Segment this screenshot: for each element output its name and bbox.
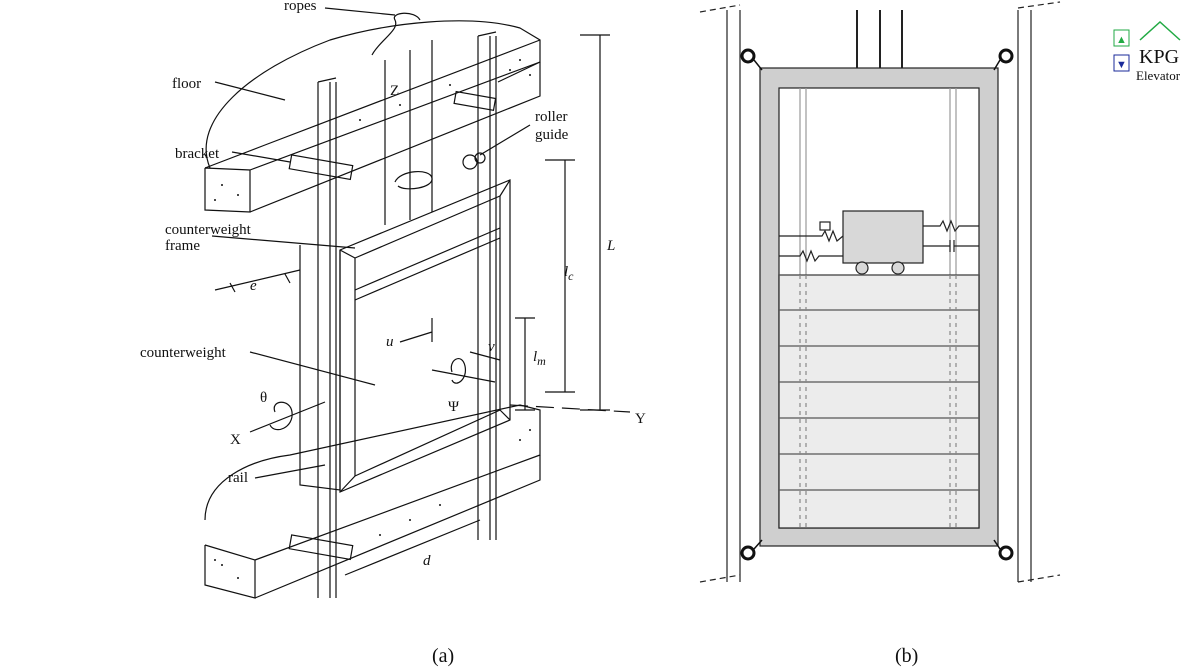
floor-upper-outline bbox=[205, 20, 541, 169]
label-Z: Z bbox=[390, 83, 399, 99]
label-v: v bbox=[488, 339, 495, 355]
psi-rotation bbox=[450, 358, 467, 384]
right-rail bbox=[477, 31, 497, 540]
leader-rail bbox=[254, 464, 326, 479]
roller-guide-2 bbox=[474, 152, 486, 164]
cw-frame-corner bbox=[339, 179, 511, 493]
logo-up-icon: ▲ bbox=[1116, 34, 1127, 46]
dim-lm bbox=[515, 317, 535, 411]
label-theta: θ bbox=[260, 390, 267, 406]
bracket-upper-right bbox=[453, 90, 497, 112]
logo-roof-icon bbox=[1139, 20, 1181, 41]
ropes-b bbox=[856, 10, 903, 68]
psi-axis bbox=[431, 369, 496, 383]
label-L: L bbox=[606, 238, 615, 254]
bracket-upper bbox=[288, 154, 354, 181]
rail-left bbox=[726, 10, 741, 582]
axis-z-rotation bbox=[394, 171, 433, 190]
u-arrow bbox=[399, 318, 433, 343]
left-rail bbox=[317, 77, 337, 598]
label-guide: guide bbox=[535, 127, 569, 143]
label-floor: floor bbox=[172, 76, 201, 92]
logo-down-icon: ▼ bbox=[1116, 59, 1127, 71]
plate-lines bbox=[779, 274, 979, 491]
cw-frame-shelf bbox=[354, 227, 501, 301]
logo-down-box bbox=[1113, 54, 1130, 72]
leader-ropes bbox=[324, 7, 396, 16]
logo-line1: KPG bbox=[1139, 46, 1179, 68]
ropes-squiggle bbox=[371, 12, 421, 56]
weight-wheel-2 bbox=[891, 261, 905, 275]
label-ropes: ropes bbox=[284, 0, 317, 14]
cw-frame-back bbox=[299, 245, 341, 491]
rail-left-break-bottom bbox=[699, 574, 741, 583]
corner-rollers bbox=[740, 48, 1014, 561]
v-arrow bbox=[469, 351, 501, 361]
damper-left bbox=[819, 221, 831, 231]
figure-a-labels: ropes floor bracket roller guide counter… bbox=[140, 0, 646, 667]
concrete-texture bbox=[214, 59, 531, 579]
figure-b-drawing bbox=[699, 1, 1061, 583]
lower-slab-top bbox=[254, 455, 541, 599]
label-lc: lc bbox=[564, 264, 574, 283]
ropes-lines bbox=[384, 40, 433, 225]
label-cw-frame-1: counterweight bbox=[165, 222, 252, 238]
label-counterweight: counterweight bbox=[140, 345, 227, 361]
leader-roller bbox=[479, 124, 531, 156]
leader-bracket bbox=[231, 151, 291, 163]
bracket-lower bbox=[288, 534, 354, 561]
label-cw-frame-2: frame bbox=[165, 238, 200, 254]
label-d: d bbox=[423, 553, 431, 569]
label-bracket: bracket bbox=[175, 146, 220, 162]
dim-d bbox=[344, 519, 481, 576]
dim-lc bbox=[545, 159, 575, 393]
weight-plates bbox=[778, 274, 980, 529]
label-e: e bbox=[250, 278, 257, 294]
label-rail: rail bbox=[228, 470, 248, 486]
label-X: X bbox=[230, 432, 241, 448]
rail-right-break-bottom bbox=[1017, 574, 1061, 583]
rail-right bbox=[1017, 10, 1032, 582]
weight-wheel-1 bbox=[855, 261, 869, 275]
axis-x bbox=[249, 401, 326, 433]
kpg-logo: ▲ ▼ KPG Elevator bbox=[1113, 20, 1181, 83]
upper-slab bbox=[204, 39, 541, 213]
dim-L bbox=[580, 34, 610, 411]
label-psi: Ψ bbox=[448, 399, 460, 415]
figure-a-drawing bbox=[204, 7, 631, 599]
label-Y: Y bbox=[635, 411, 646, 427]
label-u: u bbox=[386, 334, 394, 350]
logo-up-box bbox=[1113, 29, 1130, 47]
theta-rotation bbox=[269, 401, 293, 431]
rail-left-break-top bbox=[699, 4, 741, 13]
caption-b: (b) bbox=[895, 645, 918, 667]
axis-y bbox=[509, 404, 631, 413]
label-lm: lm bbox=[533, 349, 546, 368]
leader-floor bbox=[214, 81, 286, 101]
leader-cw bbox=[249, 351, 376, 386]
spring-right bbox=[923, 219, 979, 252]
label-roller: roller bbox=[535, 109, 567, 125]
leader-cwframe bbox=[211, 235, 356, 249]
dim-e bbox=[214, 269, 301, 293]
caption-a: (a) bbox=[432, 645, 454, 667]
weight-block bbox=[842, 210, 924, 264]
logo-line2: Elevator bbox=[1136, 68, 1181, 83]
cw-frame-box bbox=[339, 179, 511, 493]
rail-right-break-top bbox=[1017, 1, 1061, 9]
spring-left bbox=[779, 229, 844, 263]
